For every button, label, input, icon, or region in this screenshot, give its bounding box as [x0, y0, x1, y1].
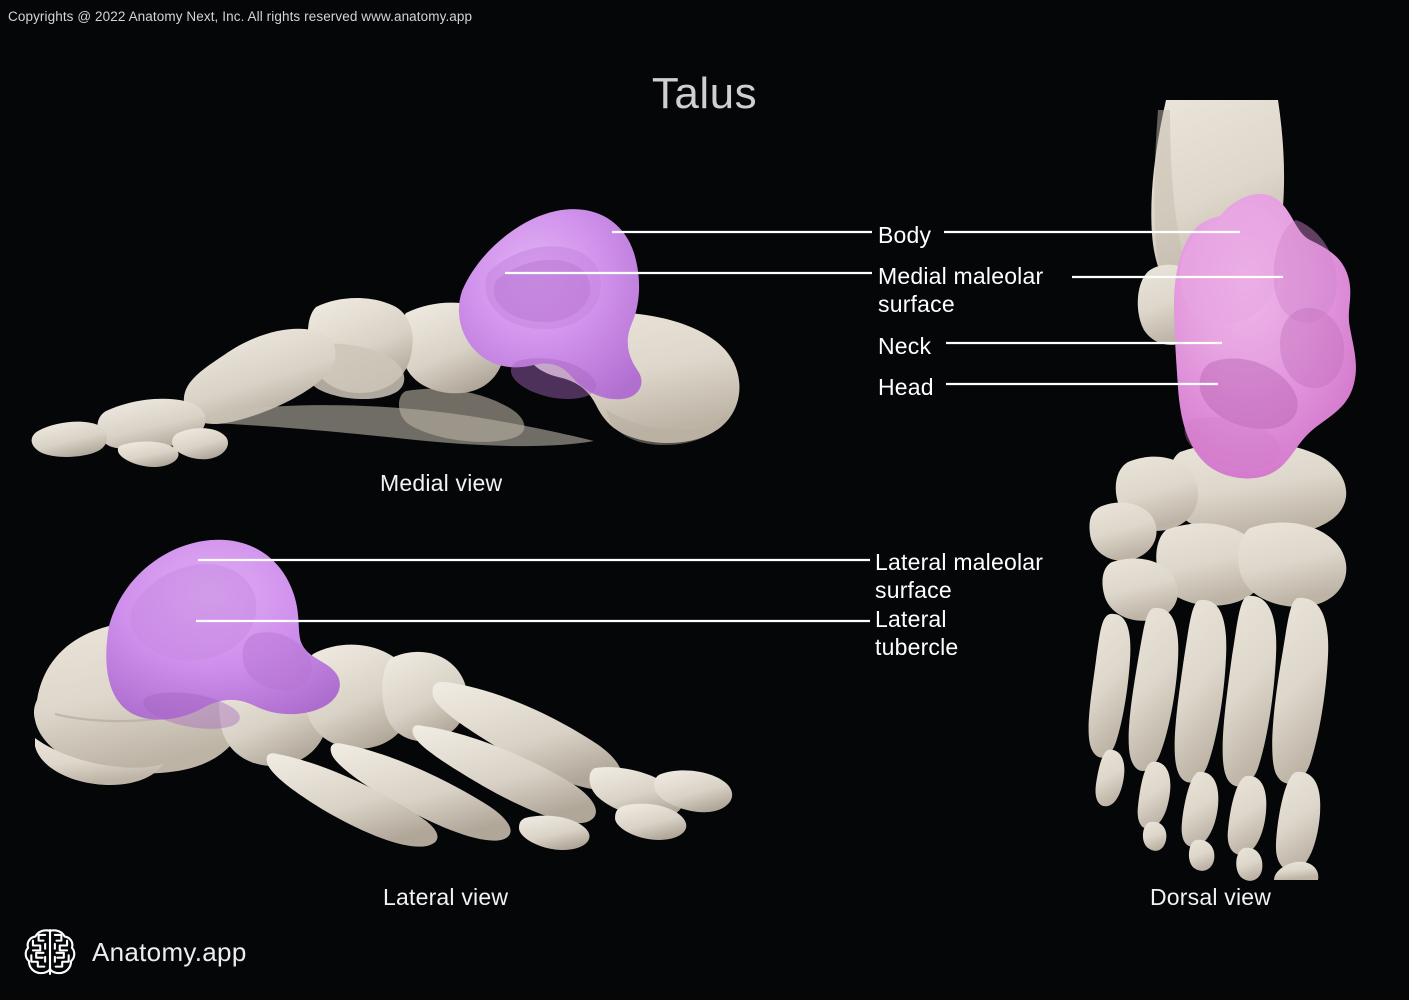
- talus-highlight-lateral: [106, 539, 340, 729]
- bone-phalanx-d3: [1181, 771, 1219, 847]
- figure-dorsal-view: [1070, 100, 1409, 881]
- figure-medial-view: [10, 195, 770, 485]
- bone-phalanx-d1: [1276, 771, 1321, 871]
- bone-calcaneus-tuberosity: [35, 738, 163, 786]
- bone-tarsal-b: [1238, 522, 1347, 607]
- bone-metatarsal-lat-3: [330, 743, 511, 841]
- bone-tibia-shade: [1154, 110, 1228, 310]
- bone-calcaneus-shadow: [606, 409, 730, 445]
- bone-distal-d1: [1274, 861, 1319, 880]
- label-neck: Neck: [878, 333, 932, 359]
- caption-dorsal-view: Dorsal view: [1150, 884, 1272, 910]
- label-lateral-maleolar-surface: Lateral maleolar surface: [875, 549, 1044, 603]
- bone-metatarsal-lat-2: [412, 725, 596, 824]
- bone-phalanx-small: [117, 441, 179, 467]
- bone-metatarsal-d4: [1128, 607, 1179, 772]
- bone-metatarsal-d1: [1272, 597, 1329, 784]
- label-head: Head: [878, 374, 934, 400]
- bone-cuneiform-d2: [1089, 502, 1157, 561]
- bone-phalanx-d2: [1227, 775, 1267, 855]
- brand-name: Anatomy.app: [92, 936, 247, 967]
- bone-cuboid-shadow: [398, 388, 525, 442]
- bone-phalanx-lat-c: [519, 815, 590, 850]
- label-medial-maleolar-surface: Medial maleolar surface: [878, 263, 1044, 317]
- bone-metatarsal-lat-1: [432, 681, 622, 790]
- bone-sesamoid: [172, 428, 228, 460]
- bone-tarsal-c: [1102, 558, 1178, 621]
- bone-cuneiform-lateral: [382, 651, 468, 742]
- page-title: Talus: [651, 69, 758, 119]
- brain-icon: [24, 929, 76, 975]
- bone-metatarsal-d5: [1088, 613, 1131, 758]
- bone-metatarsal-1: [183, 328, 336, 425]
- talus-highlight-dorsal: [1174, 193, 1356, 479]
- bone-phalanx-d5: [1095, 749, 1125, 807]
- bone-metatarsal-d2: [1222, 595, 1277, 787]
- brand-logo: Anatomy.app: [24, 926, 247, 978]
- caption-lateral-view: Lateral view: [383, 884, 509, 910]
- bone-metatarsal-lat-4: [266, 753, 438, 847]
- bone-phalanx-d4: [1137, 761, 1171, 829]
- label-lateral-tubercle: Lateral tubercle: [875, 606, 959, 660]
- bone-phalanx-lat-b: [615, 803, 687, 840]
- talus-highlight-medial: [458, 209, 642, 400]
- bone-distal-d4: [1142, 821, 1167, 851]
- bone-phalanx-lat-a: [654, 770, 733, 813]
- bone-tarsal-a: [1156, 523, 1266, 606]
- label-body: Body: [878, 222, 932, 248]
- bone-distal-d3: [1188, 839, 1215, 871]
- caption-medial-view: Medial view: [380, 470, 503, 496]
- bone-distal-d2: [1236, 847, 1263, 881]
- copyright-notice: Copyrights @ 2022 Anatomy Next, Inc. All…: [8, 9, 473, 24]
- bone-distal-phalanx-1: [31, 421, 108, 457]
- figure-lateral-view: [25, 530, 755, 860]
- bone-metatarsal-d3: [1174, 599, 1227, 783]
